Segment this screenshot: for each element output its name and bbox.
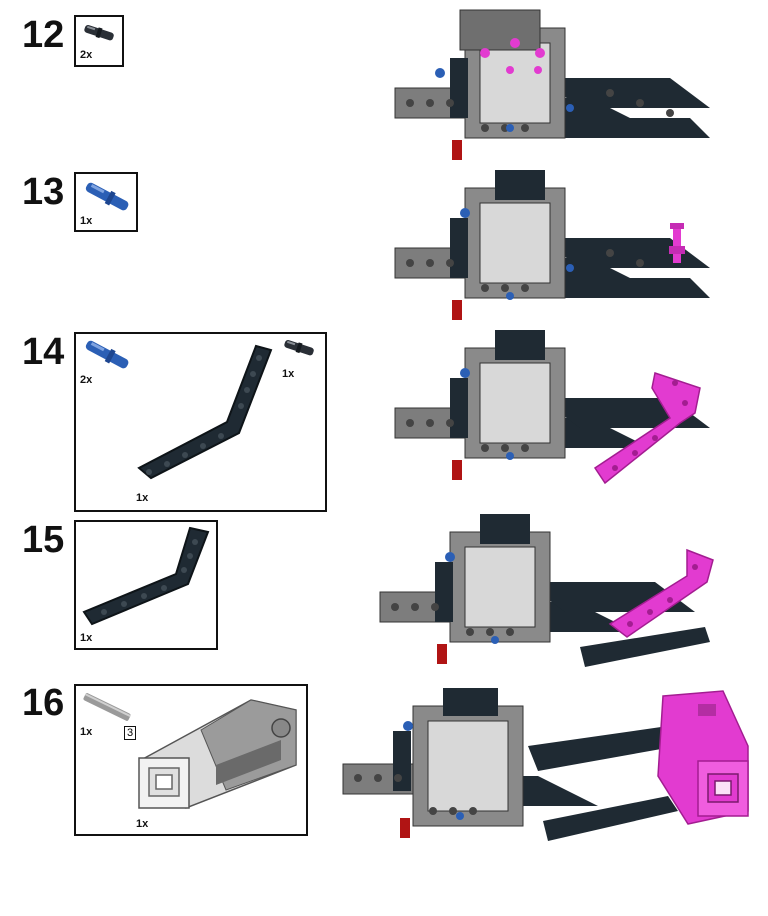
parts-callout-step-14: 2x 1x 1x [74, 332, 327, 512]
parts-callout-step-15: 1x [74, 520, 218, 650]
step-number-15: 15 [22, 519, 65, 561]
blue-axle-pin-icon [80, 180, 136, 214]
bent-beam-icon [80, 524, 216, 630]
step-number-14: 14 [22, 331, 65, 373]
part-qty: 1x [282, 368, 295, 380]
assembly-step-16 [338, 686, 758, 856]
bent-beam-icon [131, 338, 281, 488]
part-qty: 1x [80, 726, 93, 738]
assembly-step-15 [375, 512, 725, 677]
black-friction-pin-icon [282, 340, 318, 356]
step-number-13: 13 [22, 171, 65, 213]
part-qty: 1x [80, 215, 93, 227]
assembly-step-12 [390, 8, 720, 168]
blue-axle-pin-icon [80, 338, 136, 372]
grey-axle-icon [80, 690, 134, 724]
parts-callout-step-13: 1x [74, 172, 138, 232]
black-friction-pin-icon [82, 25, 118, 41]
part-qty: 1x [136, 818, 149, 830]
parts-callout-step-16: 1x 3 1x [74, 684, 308, 836]
axle-length-badge: 3 [124, 726, 137, 740]
step-number-12: 12 [22, 14, 65, 56]
parts-callout-step-12: 2x [74, 15, 124, 67]
part-qty: 1x [80, 632, 93, 644]
assembly-step-14 [390, 328, 720, 493]
part-qty: 2x [80, 374, 93, 386]
part-qty: 1x [136, 492, 149, 504]
assembly-step-13 [390, 168, 720, 328]
medium-motor-icon [131, 690, 306, 810]
step-number-16: 16 [22, 682, 65, 724]
part-qty: 2x [80, 49, 93, 61]
